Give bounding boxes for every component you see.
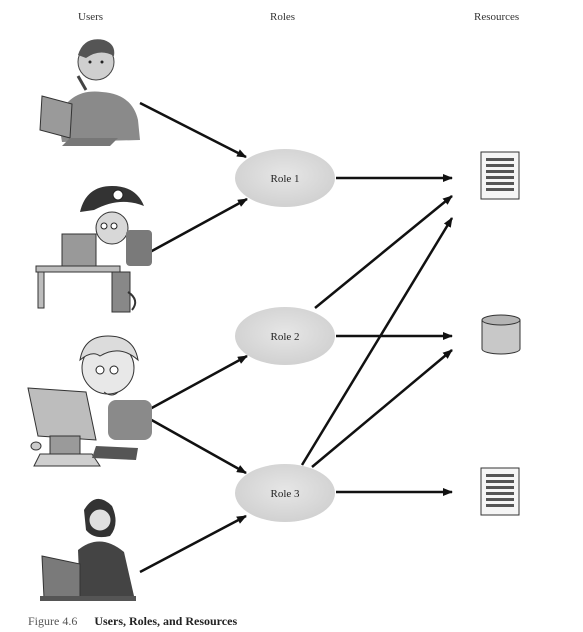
resource-2-database-icon [481, 314, 521, 355]
arrow-user3-role3 [147, 416, 247, 475]
user-4-woman-at-laptop-icon [40, 498, 136, 601]
figure-caption: Figure 4.6 Users, Roles, and Resources [28, 614, 237, 629]
resources-column-header: Resources [474, 11, 520, 23]
role-3-node: Role 3 [235, 464, 335, 522]
resource-3-document-icon [480, 467, 520, 516]
arrow-user4-role3 [139, 514, 247, 574]
roles-column-header: Roles [270, 11, 296, 23]
user-to-role-arrows [139, 101, 248, 574]
role-3-label: Role 3 [270, 488, 300, 500]
role-2-node: Role 2 [235, 307, 335, 365]
figure-number: Figure 4.6 [28, 614, 78, 628]
arrow-role3-resource2 [311, 349, 453, 468]
role-to-resource-arrows [300, 174, 454, 496]
users-column-header: Users [78, 11, 104, 23]
role-2-label: Role 2 [270, 331, 299, 343]
resource-1-document-icon [480, 151, 520, 200]
role-1-label: Role 1 [270, 173, 299, 185]
user-2-boy-with-cap-icon [35, 186, 152, 313]
arrow-role3-resource1 [300, 217, 454, 466]
arrow-user3-role2 [147, 354, 248, 412]
arrow-user1-role1 [139, 101, 247, 159]
figure-title: Users, Roles, and Resources [94, 614, 238, 628]
user-1-man-at-laptop-icon [39, 39, 140, 146]
arrow-role2-resource1 [314, 195, 453, 309]
arrow-user2-role1 [149, 197, 248, 254]
role-1-node: Role 1 [235, 149, 335, 207]
user-3-boy-at-computer-icon [27, 335, 152, 467]
